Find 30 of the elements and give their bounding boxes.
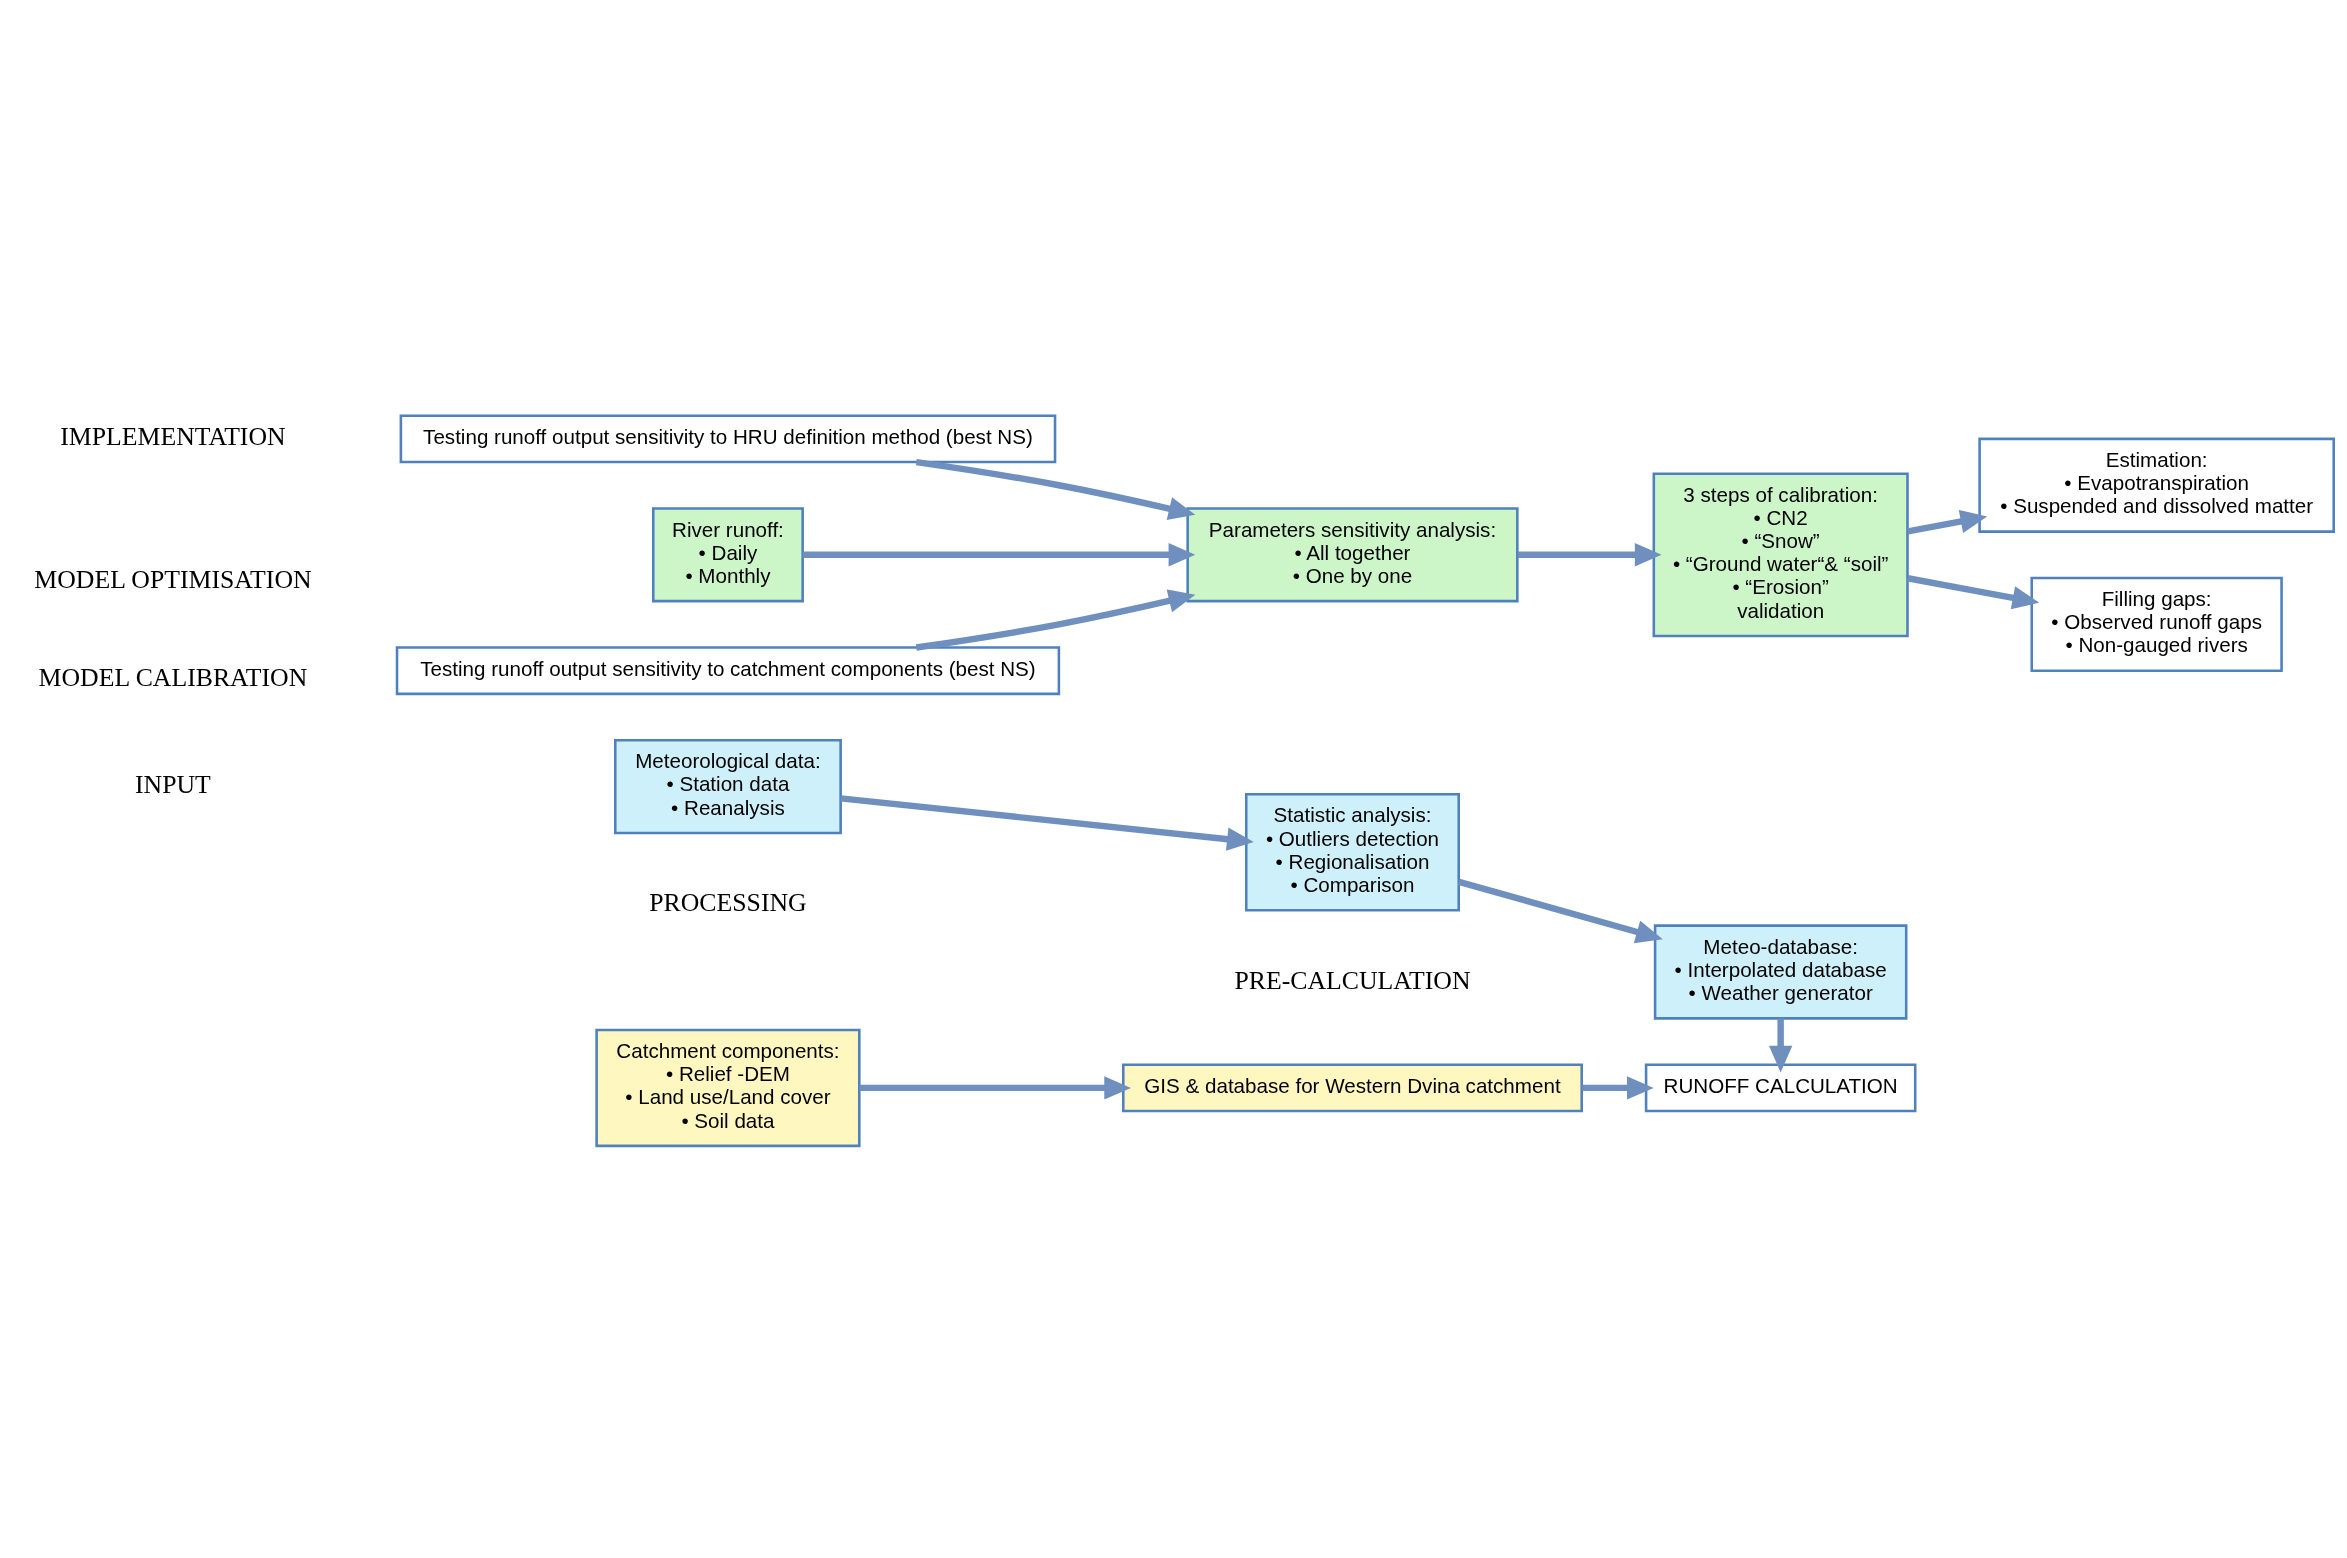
node-box: Testing runoff output sensitivity to catchment components (best NS)	[395, 645, 1061, 695]
node-box: 3 steps of calibration: • CN2 • “Snow” • “Ground water“& “soil” • “Erosion” validation	[1652, 471, 1909, 637]
arrow	[1907, 509, 1988, 534]
arrow	[915, 588, 1196, 651]
node-box: Testing runoff output sensitivity to HRU definition method (best NS)	[399, 413, 1057, 463]
label: PRE-CALCULATION	[1234, 965, 1471, 995]
node-box: GIS & database for Western Dvina catchment	[1122, 1062, 1583, 1112]
arrow	[803, 542, 1196, 566]
arrow	[1582, 1075, 1654, 1100]
node-box: Meteo-database: • Interpolated database • Weather generator	[1653, 923, 1908, 1020]
label: MODEL OPTIMISATION	[34, 564, 312, 594]
node-box: Estimation: • Evapotranspiration • Suspended and dissolved matter	[1978, 437, 2335, 533]
node-box: Meteorological data: • Station data • Reanalysis	[614, 738, 842, 834]
node-box: Parameters sensitivity analysis: • All together • One by one	[1186, 506, 1519, 602]
label: IMPLEMENTATION	[60, 421, 286, 451]
label: INPUT	[135, 769, 211, 799]
arrow	[1907, 574, 2040, 609]
label: MODEL CALIBRATION	[38, 662, 308, 692]
node-box: Catchment components: • Relief -DEM • Land use/Land cover • Soil data	[595, 1028, 861, 1147]
arrow	[1458, 878, 1663, 943]
arrow	[915, 458, 1196, 520]
node-box: RUNOFF CALCULATION	[1644, 1062, 1917, 1112]
arrow	[1768, 1018, 1793, 1072]
arrow	[1517, 542, 1662, 566]
arrow	[840, 794, 1254, 851]
label: PROCESSING	[649, 887, 807, 917]
node-box: Statistic analysis: • Outliers detection • Regionalisation • Comparison	[1244, 792, 1460, 911]
node-box: River runoff: • Daily • Monthly	[652, 506, 804, 602]
arrow	[859, 1075, 1131, 1100]
node-box: Filling gaps: • Observed runoff gaps • Non-gauged rivers	[2030, 576, 2283, 672]
